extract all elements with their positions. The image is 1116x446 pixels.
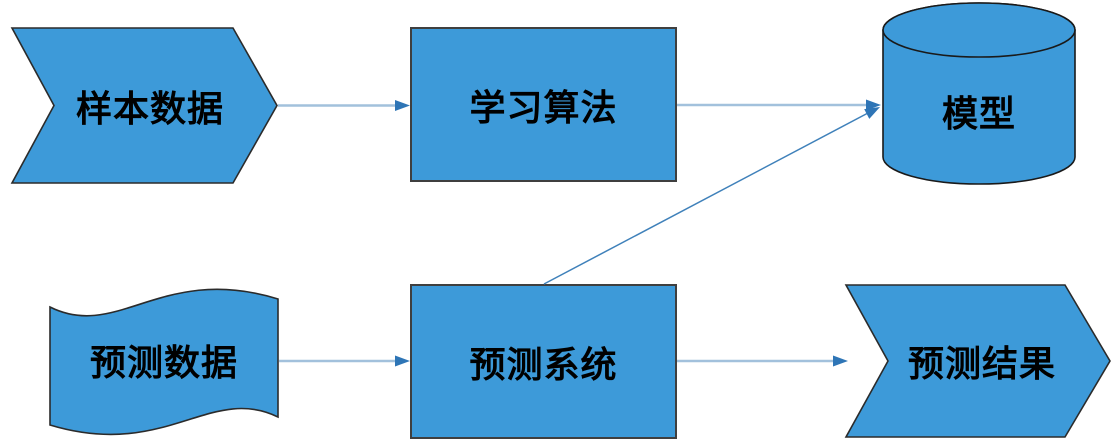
edge-prediction-system-to-model	[543, 107, 880, 285]
edge-sample-data-to-learning-algorithm	[278, 100, 410, 111]
arrowhead-icon	[866, 99, 881, 111]
edge-line-diagonal	[543, 112, 869, 285]
node-prediction-system-rect-shape	[410, 284, 677, 439]
arrowhead-icon	[395, 100, 410, 111]
arrowhead-icon	[833, 355, 848, 367]
node-learning-algorithm-rect-shape	[410, 27, 677, 182]
edge-prediction-data-to-prediction-system	[279, 355, 410, 367]
edge-learning-algorithm-to-model	[677, 99, 881, 111]
edge-prediction-system-to-prediction-result	[677, 355, 848, 367]
node-prediction-data-wave-shape	[49, 288, 279, 436]
arrowhead-icon	[395, 355, 410, 367]
node-sample-data-chevron-shape	[10, 27, 278, 184]
node-model-cylinder-shape	[882, 2, 1076, 185]
cylinder-top-ellipse	[882, 2, 1076, 58]
node-prediction-result-chevron-shape	[844, 284, 1111, 438]
arrowhead-icon	[864, 107, 880, 119]
